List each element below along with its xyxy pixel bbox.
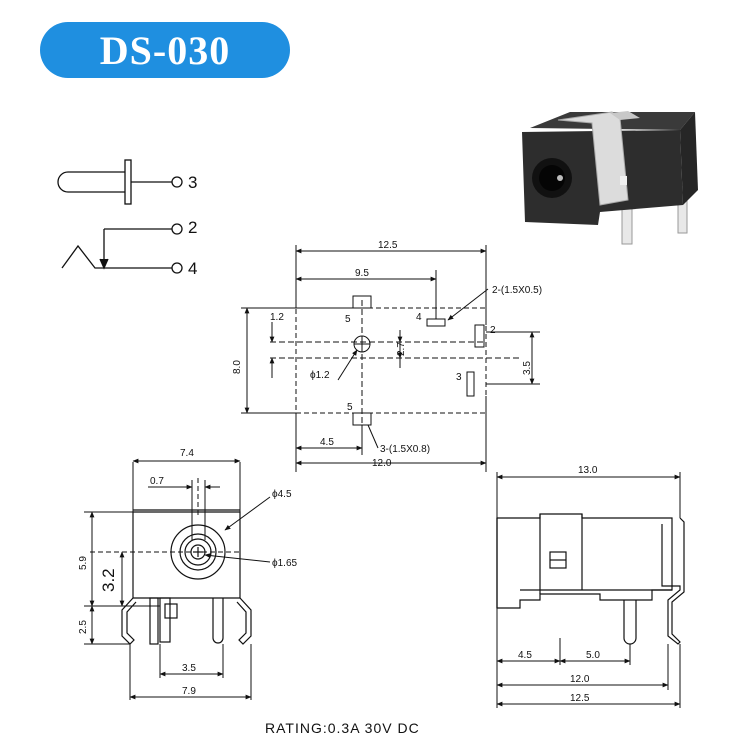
pin-label-2: 2 — [188, 218, 197, 237]
slot-label-3: 3 — [456, 372, 462, 383]
pin-label-3: 3 — [188, 173, 197, 192]
title-badge: DS-030 — [40, 22, 290, 78]
dim-top-width-9.5: 9.5 — [355, 268, 369, 279]
rating-text: RATING:0.3A 30V DC — [265, 720, 420, 736]
schematic-symbol — [57, 159, 183, 274]
dim-front-height-3.2: 3.2 — [99, 568, 118, 592]
dim-front-width-7.9: 7.9 — [182, 686, 196, 697]
dim-slot-3x: 3-(1.5X0.8) — [380, 444, 430, 455]
dim-side-4.5: 4.5 — [518, 650, 532, 661]
dim-front-width-7.4: 7.4 — [180, 448, 194, 459]
product-photo — [522, 111, 698, 245]
dim-side-width-12.0: 12.0 — [570, 674, 590, 685]
dim-top-3.5: 3.5 — [522, 361, 533, 375]
dim-front-leg-2.5: 2.5 — [78, 620, 89, 634]
title: DS-030 — [99, 27, 231, 73]
slot-label-5-bottom: 5 — [347, 402, 353, 413]
dim-slot-2x: 2-(1.5X0.5) — [492, 285, 542, 296]
dim-top-width-12.0: 12.0 — [372, 458, 392, 469]
dim-front-height-5.9: 5.9 — [78, 556, 89, 570]
slot-label-2: 2 — [490, 325, 496, 336]
dim-side-width-12.5: 12.5 — [570, 693, 590, 704]
dim-front-0.7: 0.7 — [150, 476, 164, 487]
dim-dia-4.5: ϕ4.5 — [272, 489, 292, 500]
dim-front-pin-3.5: 3.5 — [182, 663, 196, 674]
dim-top-1.2: 1.2 — [270, 312, 284, 323]
pin-label-4: 4 — [188, 259, 197, 278]
dim-side-width-13.0: 13.0 — [578, 465, 598, 476]
dim-hole-1.2: ϕ1.2 — [310, 370, 330, 381]
slot-label-5-top: 5 — [345, 314, 351, 325]
dim-top-width-12.5: 12.5 — [378, 240, 398, 251]
side-view — [496, 472, 685, 708]
slot-label-4: 4 — [416, 312, 422, 323]
dim-top-4.5: 4.5 — [320, 437, 334, 448]
dim-top-2.7: 2.7 — [396, 342, 407, 356]
dim-side-5.0: 5.0 — [586, 650, 600, 661]
dim-dia-1.65: ϕ1.65 — [272, 558, 298, 569]
front-view — [84, 458, 271, 700]
top-view-footprint — [241, 245, 540, 472]
dim-top-height-8.0: 8.0 — [232, 360, 243, 374]
